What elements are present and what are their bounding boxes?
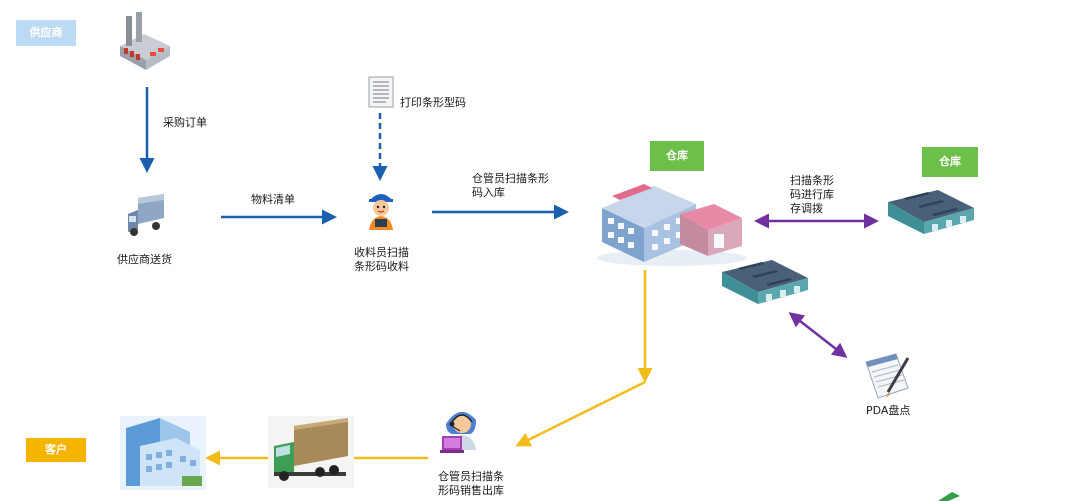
warehouse-depot-icon bbox=[888, 190, 974, 234]
operator-headset-icon bbox=[440, 411, 476, 453]
label-receiver-scan: 收料员扫描 条形码收料 bbox=[354, 246, 409, 273]
notepad-pen-icon bbox=[865, 353, 910, 399]
decorative-corner-icon bbox=[938, 492, 960, 501]
office-building-icon bbox=[120, 416, 206, 490]
label-purchase-order: 采购订单 bbox=[163, 116, 207, 129]
tag-warehouse-side: 仓库 bbox=[922, 147, 978, 177]
label-supplier-delivery: 供应商送货 bbox=[117, 253, 172, 266]
document-icon bbox=[368, 76, 394, 108]
label-keeper-scan-in: 仓管员扫描条形 码入库 bbox=[472, 172, 549, 199]
label-print-barcode: 打印条形型码 bbox=[400, 96, 466, 109]
tag-supplier: 供应商 bbox=[16, 20, 76, 46]
cargo-truck-icon bbox=[268, 416, 354, 488]
warehouse-building-icon bbox=[597, 184, 747, 266]
tag-warehouse-main: 仓库 bbox=[650, 141, 704, 171]
label-scan-transfer: 扫描条形 码进行库 存调拨 bbox=[790, 174, 834, 215]
factory-icon bbox=[120, 12, 170, 70]
arrow-to-operator bbox=[515, 380, 646, 447]
label-pda-inventory: PDA盘点 bbox=[866, 404, 911, 417]
label-keeper-scan-out: 仓管员扫描条 形码销售出库 bbox=[438, 470, 504, 497]
warehouse-depot-icon bbox=[722, 260, 808, 304]
receiver-worker-icon bbox=[369, 194, 393, 230]
tag-customer: 客户 bbox=[26, 438, 86, 462]
label-material-list: 物料清单 bbox=[251, 193, 295, 206]
delivery-truck-icon bbox=[128, 194, 164, 236]
arrow-pda bbox=[788, 312, 848, 358]
